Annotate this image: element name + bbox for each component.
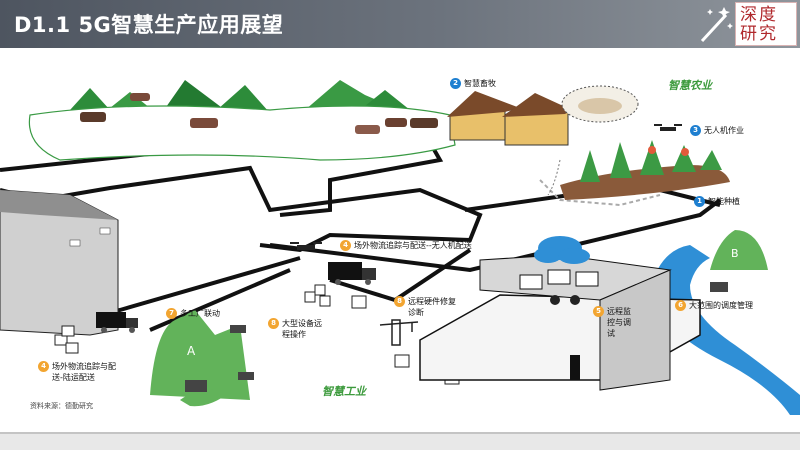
callout-text: 智慧畜牧 [464, 79, 496, 88]
callout-text: 无人机作业 [704, 126, 744, 135]
callout-text: 场外物流追踪与配送--无人机配送 [354, 241, 472, 250]
fenced-pen [561, 85, 639, 123]
callout-text: 远程监控与调试 [607, 307, 631, 338]
footer-bar [0, 432, 800, 450]
dashed-road [539, 179, 661, 207]
hill-a-label: A [187, 344, 196, 358]
left-building [0, 189, 119, 336]
logo: 深度 研究 [700, 2, 797, 46]
cloud [534, 236, 590, 264]
industry-area-label: 智慧工业 [322, 385, 366, 398]
crane [379, 319, 419, 346]
hill-b-label: B [731, 247, 739, 260]
grass-field [28, 105, 456, 161]
animals [80, 93, 438, 134]
callout-number: 8 [394, 296, 405, 307]
callout-text: 场外物流追踪与配送-陆运配送 [52, 362, 116, 382]
agriculture-area-label: 智慧农业 [668, 79, 712, 92]
callout-number: 3 [690, 125, 701, 136]
source-note: 资料来源：德勤研究 [30, 402, 93, 410]
drone-agri [654, 124, 682, 131]
control-building [419, 254, 701, 391]
drone-delivery [290, 242, 322, 250]
barns [447, 91, 572, 146]
callout-number: 4 [340, 240, 351, 251]
scene-illustration [0, 80, 800, 415]
callout-number: 1 [694, 196, 705, 207]
callout-number: 8 [268, 318, 279, 329]
callout-number: 6 [675, 300, 686, 311]
callout-text: 智能种植 [708, 197, 740, 206]
hill-a [150, 310, 250, 407]
callout-text: 多工厂联动 [180, 309, 220, 318]
callout-number: 2 [450, 78, 461, 89]
crops [560, 140, 730, 200]
hill-right [547, 159, 561, 196]
callout-text: 大型设备远程操作 [282, 319, 322, 339]
hill-b-river [650, 230, 800, 415]
roads [0, 122, 722, 332]
page-title: D1.1 5G智慧生产应用展望 [14, 13, 284, 37]
magic-wand-icon [700, 7, 733, 43]
callout-number: 4 [38, 361, 49, 372]
logo-text-1: 深度 [740, 5, 778, 25]
truck-2 [96, 312, 138, 333]
header-bar: D1.1 5G智慧生产应用展望 深度 研究 [0, 0, 800, 48]
logo-text-2: 研究 [740, 24, 778, 44]
small-vehicles [185, 282, 728, 392]
callout-number: 5 [593, 306, 604, 317]
callout-text: 大范围的调度管理 [689, 301, 753, 310]
truck-1 [328, 262, 376, 285]
callout-text: 远程硬件修复诊断 [408, 297, 456, 317]
callout-number: 7 [166, 308, 177, 319]
